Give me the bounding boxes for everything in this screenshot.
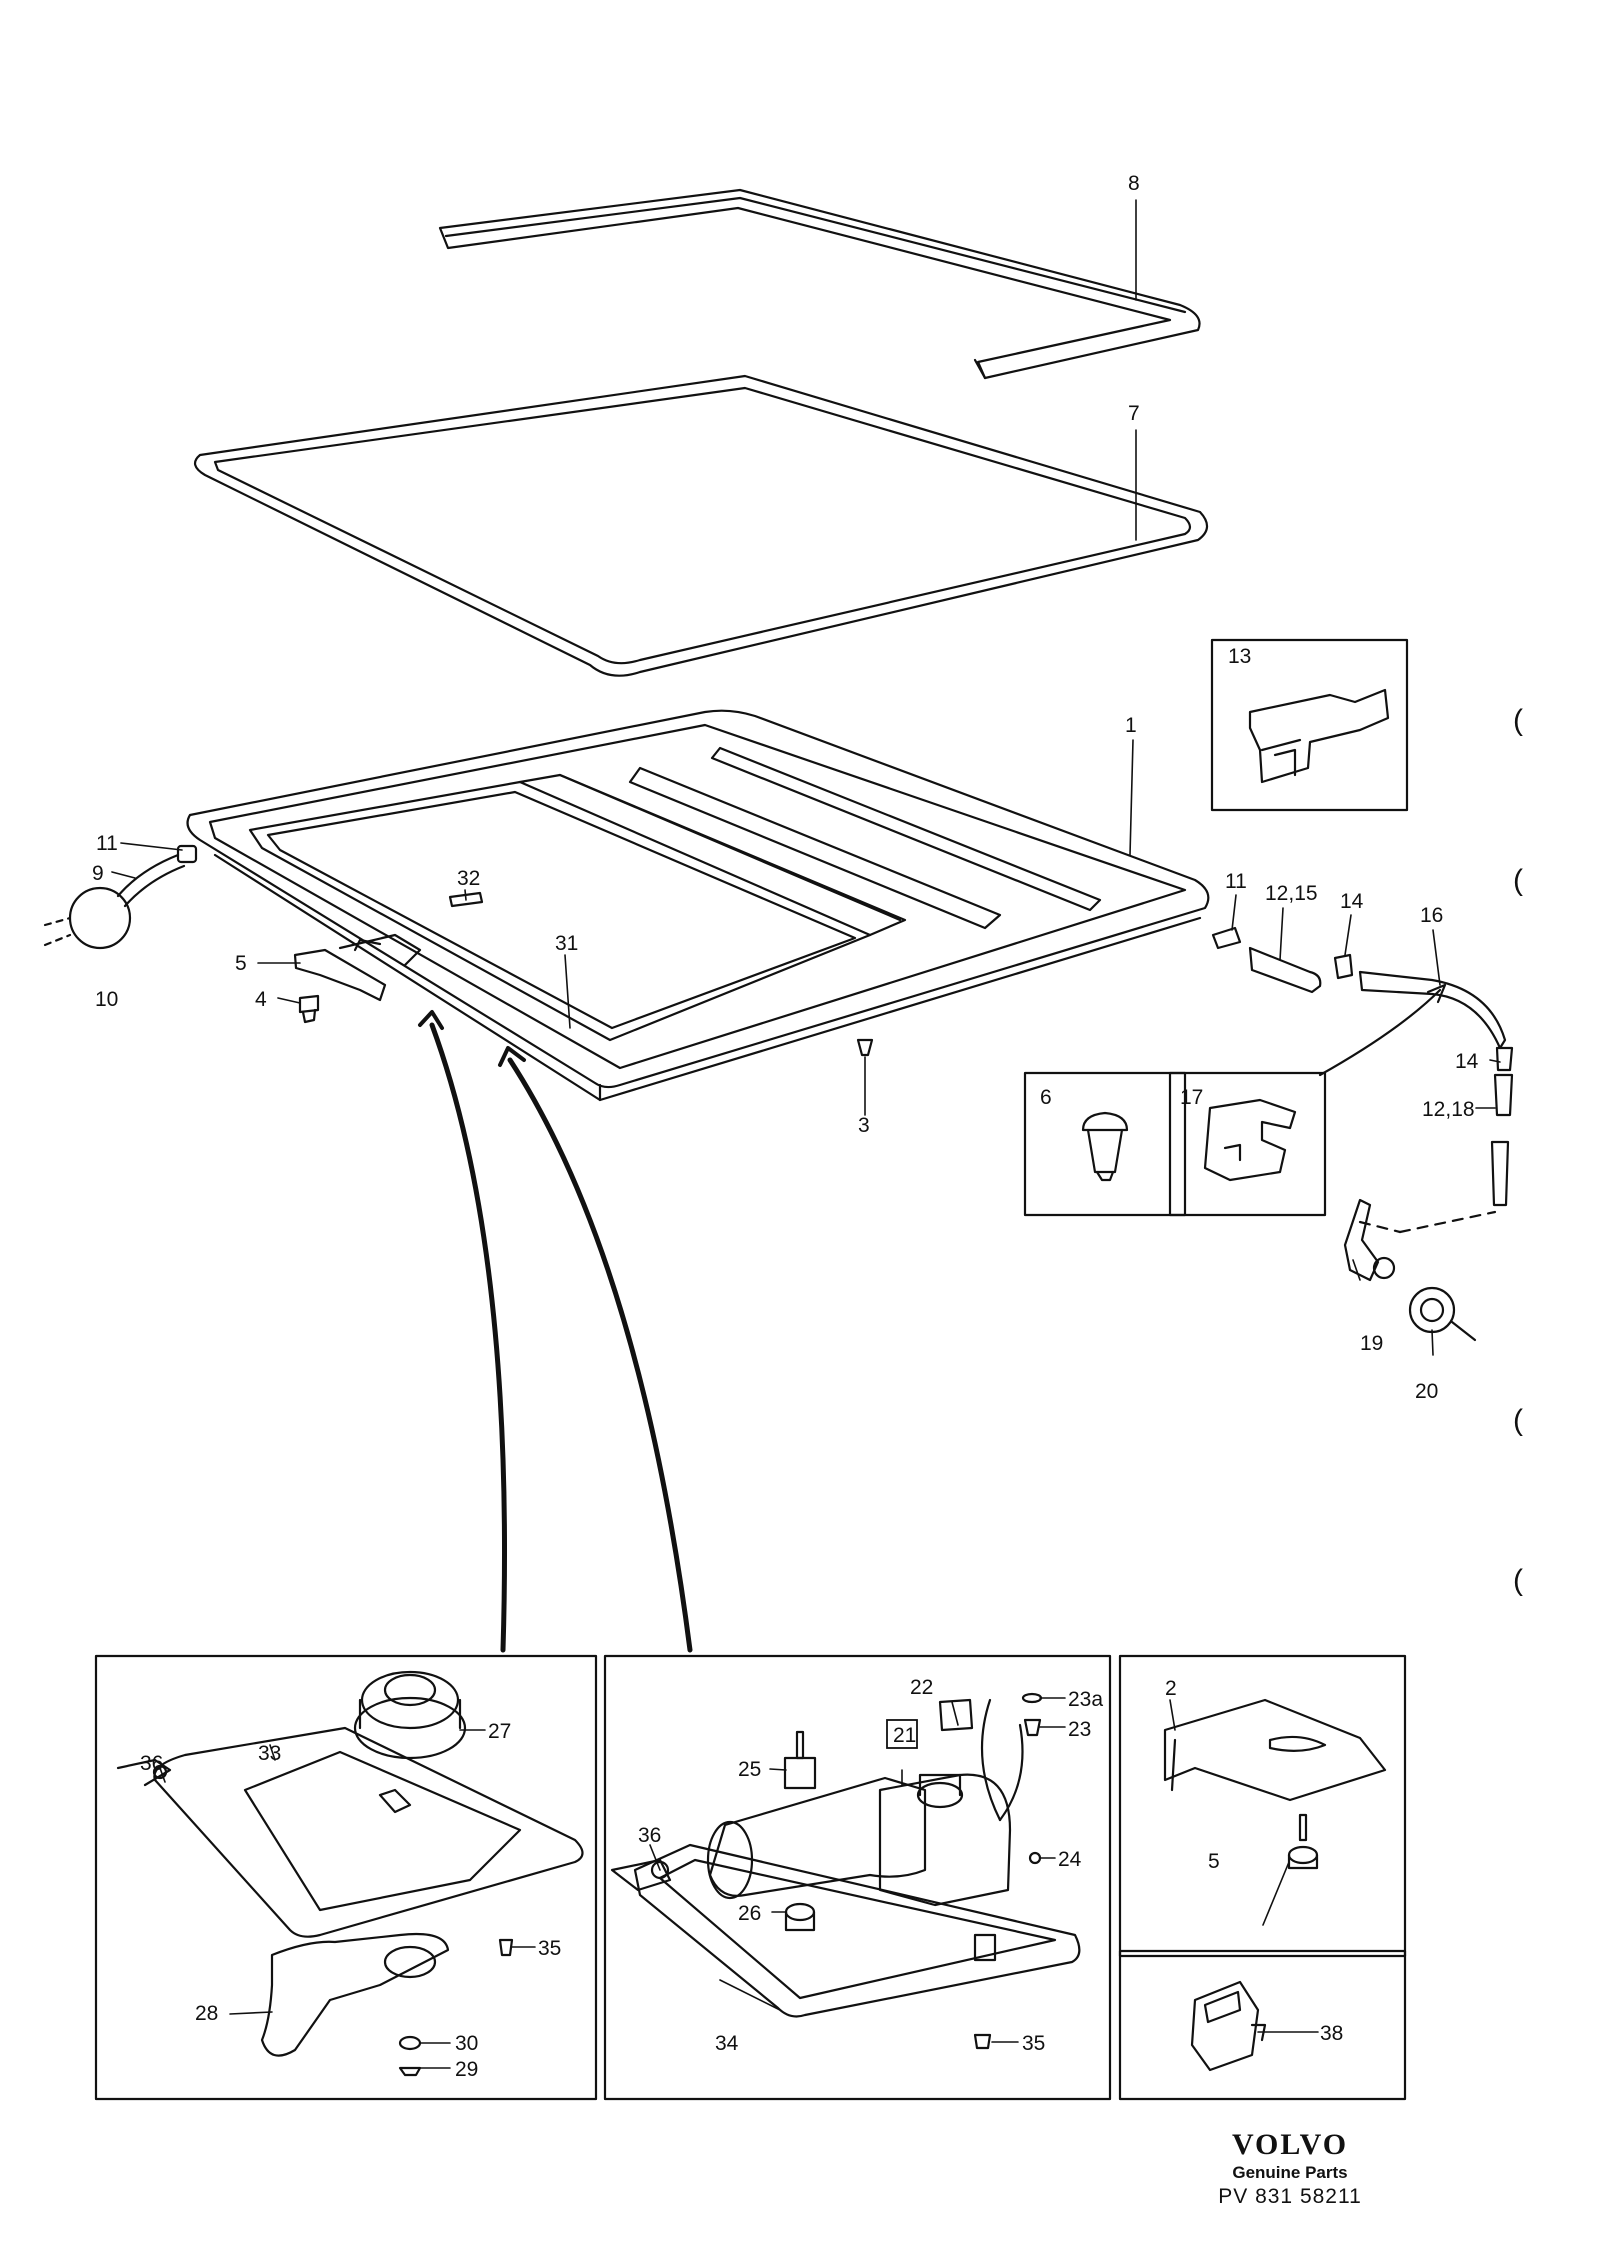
callout-12-18: 12,18 [1422, 1098, 1475, 1121]
margin-mark: ( [1513, 704, 1523, 737]
washer-part-30 [398, 2035, 422, 2051]
margin-mark: ( [1513, 1404, 1523, 1437]
crank-cover-part-33 [153, 1726, 584, 1938]
callout-12-15: 12,15 [1265, 882, 1318, 905]
callout-5-inset: 5 [1208, 1850, 1220, 1873]
callout-30: 30 [455, 2032, 478, 2055]
callout-20: 20 [1415, 1380, 1438, 1403]
margin-mark: ( [1513, 1564, 1523, 1597]
callout-3: 3 [858, 1114, 870, 1137]
callout-32: 32 [457, 867, 480, 890]
screw-part-29 [398, 2066, 422, 2077]
callout-14-top: 14 [1340, 890, 1364, 913]
connector-part-22 [938, 1698, 974, 1732]
callout-10: 10 [95, 988, 118, 1011]
callout-11-right: 11 [1225, 870, 1247, 893]
callout-5: 5 [235, 952, 247, 975]
inset-box-part-6 [1023, 1071, 1187, 1217]
callout-1: 1 [1125, 714, 1137, 737]
grommet-part-19 [1343, 1198, 1396, 1282]
callout-25: 25 [738, 1758, 761, 1781]
callout-34: 34 [715, 2032, 739, 2055]
callout-35-right: 35 [1022, 2032, 1045, 2055]
screw-part-5-inset [1287, 1813, 1319, 1870]
callout-36-left: 36 [140, 1752, 163, 1775]
leader-lines [111, 199, 1501, 2069]
seal-strip-part-8 [438, 188, 1201, 380]
clip-part-36-left [116, 1758, 172, 1787]
screw-part-4 [298, 994, 320, 1024]
motor-part-21 [706, 1698, 1024, 1907]
drain-hose-left [43, 844, 198, 950]
clip-part-36-right [610, 1858, 672, 1892]
callout-26: 26 [738, 1902, 761, 1925]
pointer-arrows [418, 983, 1447, 1653]
inset-box-part-2 [1118, 1654, 1407, 1958]
callout-7: 7 [1128, 402, 1140, 425]
inset-box-part-17 [1168, 1071, 1327, 1217]
callout-8: 8 [1128, 172, 1140, 195]
callout-21-box [886, 1719, 918, 1749]
callout-9: 9 [92, 862, 104, 885]
callout-23a: 23a [1068, 1688, 1103, 1711]
sunroof-panel-part-1 [186, 709, 1210, 1102]
switch-part-38 [1190, 1980, 1267, 2072]
callout-29: 29 [455, 2058, 478, 2081]
brand-tagline: Genuine Parts [1232, 2163, 1348, 2182]
callout-22: 22 [910, 1676, 933, 1699]
motor-cover-part-34 [633, 1843, 1081, 2018]
callout-33: 33 [258, 1742, 281, 1765]
nut-part-26 [784, 1902, 816, 1932]
screw-part-35-left [498, 1938, 514, 1957]
callout-21: 21 [893, 1724, 916, 1747]
knob-part-27 [353, 1670, 467, 1760]
clip-part-3 [856, 1038, 874, 1057]
screws-part-23 [1021, 1692, 1043, 1737]
callout-11-left: 11 [96, 832, 118, 855]
screw-part-24 [1028, 1851, 1042, 1865]
inset-box-manual-crank [94, 1654, 598, 2101]
brand-block: VOLVO Genuine Parts PV 831 58211 [1160, 2128, 1420, 2210]
callout-labels: 8 7 13 1 11 9 32 11 12,15 14 16 31 5 10 … [92, 172, 1479, 2081]
callout-19: 19 [1360, 1332, 1383, 1355]
mount-part-25 [783, 1730, 817, 1790]
crank-handle-part-28 [260, 1932, 450, 2057]
callout-24: 24 [1058, 1848, 1082, 1871]
margin-marks: ( ( ( ( [1513, 704, 1523, 1597]
grommet-part-20 [1408, 1286, 1477, 1342]
bracket-part-5 [293, 933, 422, 1002]
screw-part-35-right [973, 1933, 997, 2050]
volvo-logo: VOLVO [1231, 2128, 1349, 2161]
callout-23: 23 [1068, 1718, 1091, 1741]
margin-mark: ( [1513, 864, 1523, 897]
callout-13: 13 [1228, 645, 1251, 668]
callout-38: 38 [1320, 2022, 1343, 2045]
callout-2: 2 [1165, 1677, 1177, 1700]
callout-6: 6 [1040, 1086, 1052, 1109]
callout-35-left: 35 [538, 1937, 561, 1960]
callout-14-bottom: 14 [1455, 1050, 1479, 1073]
inset-box-part-38 [1118, 1949, 1407, 2101]
callout-17: 17 [1180, 1086, 1203, 1109]
callout-28: 28 [195, 2002, 218, 2025]
callout-16: 16 [1420, 904, 1443, 927]
callout-4: 4 [255, 988, 267, 1011]
seal-frame-part-7 [193, 374, 1209, 677]
callout-31: 31 [555, 932, 578, 955]
callout-36-right: 36 [638, 1824, 661, 1847]
inset-box-part-13 [1210, 638, 1409, 812]
drain-hose-right [1211, 926, 1514, 1234]
inset-box-electric-motor [603, 1654, 1112, 2101]
bracket-part-2 [1163, 1698, 1387, 1802]
callout-27: 27 [488, 1720, 511, 1743]
diagram-code: PV 831 58211 [1218, 2185, 1362, 2208]
